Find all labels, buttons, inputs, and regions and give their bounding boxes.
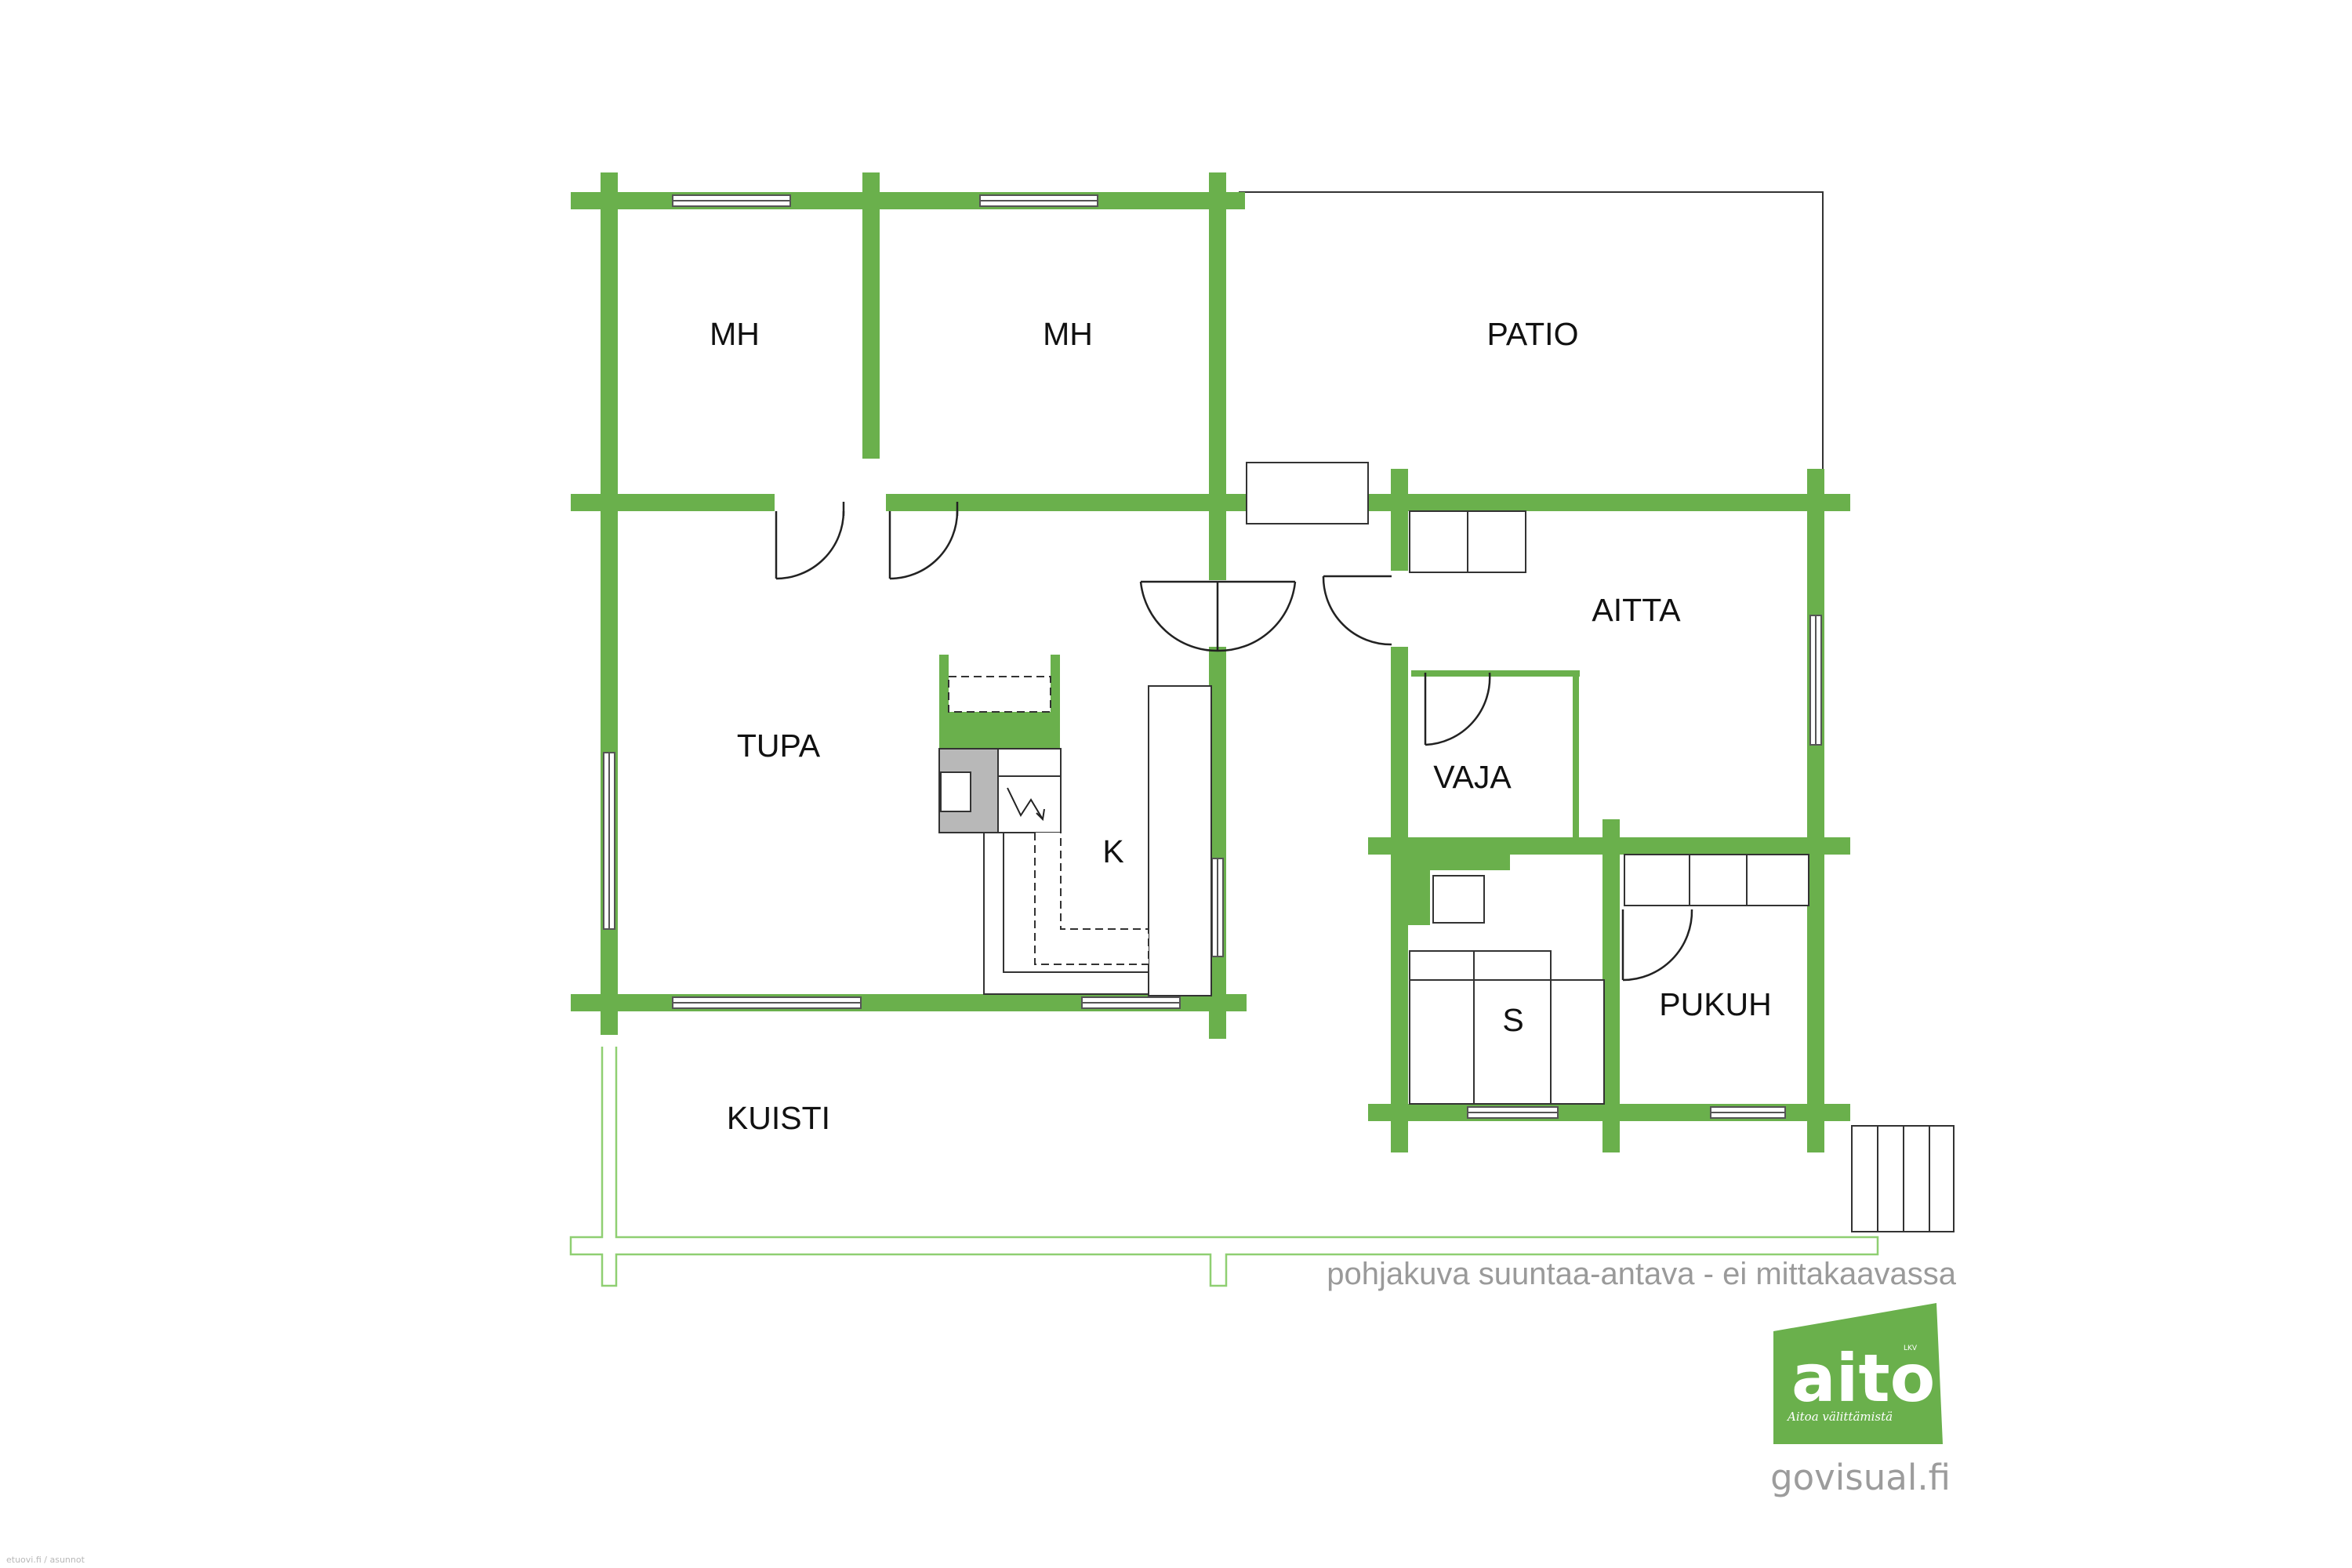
logo-badge (1773, 1303, 1943, 1444)
patio-outline (1239, 191, 1824, 470)
aito-logo: aito LKV Aitoa välittämistä (1773, 1303, 1943, 1444)
room-label-vaja: VAJA (1433, 759, 1512, 795)
room-label-mh-2: MH (1043, 316, 1093, 352)
scale-disclaimer: pohjakuva suuntaa-antava - ei mittakaava… (1327, 1257, 1956, 1291)
website-text: govisual.fi (1770, 1457, 1951, 1498)
windows (603, 194, 1822, 1119)
room-label-patio: PATIO (1487, 316, 1579, 352)
room-label-s: S (1502, 1002, 1523, 1038)
room-label-pukuh: PUKUH (1659, 986, 1772, 1022)
doors (775, 502, 1693, 982)
room-label-k: K (1102, 833, 1123, 869)
room-label-tupa: TUPA (737, 728, 821, 764)
porch-outline (569, 1047, 1879, 1287)
room-label-kuisti: KUISTI (727, 1100, 830, 1136)
fixtures (938, 462, 1955, 1232)
logo-brand-text: aito (1791, 1340, 1935, 1417)
logo-lkv-text: LKV (1904, 1345, 1918, 1352)
room-labels: MH MH PATIO TUPA K AITTA VAJA S PUKUH KU… (710, 316, 1772, 1136)
room-label-aitta: AITTA (1592, 592, 1681, 628)
room-label-mh-1: MH (710, 316, 760, 352)
logo-tagline: Aitoa välittämistä (1786, 1410, 1893, 1424)
source-note: etuovi.fi / asunnot (6, 1555, 85, 1565)
stove-lightning-icon (1007, 787, 1045, 822)
